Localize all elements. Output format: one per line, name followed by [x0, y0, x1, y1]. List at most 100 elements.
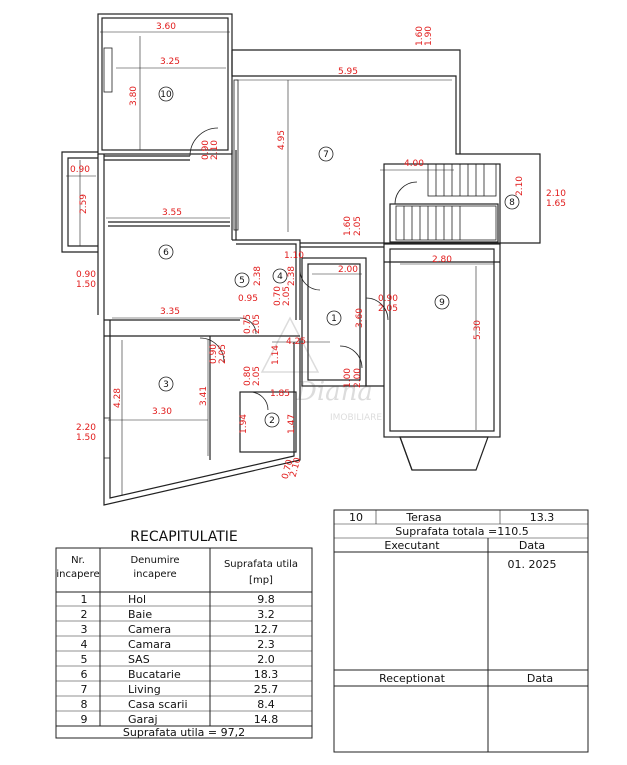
dim-label: 2.38	[253, 266, 263, 286]
row-nr: 3	[81, 623, 88, 636]
room-numbers: 10 7 8 6 5 4 1 9 3 2	[160, 90, 515, 426]
dimension-lines	[66, 31, 494, 496]
watermark-brand: Diana	[295, 377, 373, 407]
dim-label: 4.95	[277, 130, 287, 150]
dim-label: 5.30	[473, 320, 483, 340]
room-number-9: 9	[439, 298, 445, 308]
dim-label: 3.30	[152, 407, 172, 417]
dim-label: 0.70	[273, 286, 283, 306]
dim-label: 0.90	[76, 270, 96, 280]
date-label-2: Data	[527, 672, 553, 685]
row-area: 9.8	[257, 593, 275, 606]
recap-headers: Nr. incapere Denumire incapere Suprafata…	[56, 555, 298, 586]
dim-label: 1.47	[287, 414, 297, 434]
recap-rows: 1 Hol 9.8 2 Baie 3.2 3 Camera 12.7 4 Cam…	[81, 593, 279, 739]
dim-label: 1.10	[284, 251, 304, 261]
row-nr: 4	[81, 638, 88, 651]
dim-label: 2.05	[252, 366, 262, 386]
dim-label: 2.05	[218, 344, 228, 364]
dim-label: 1.60	[415, 26, 425, 46]
row-name: Camara	[128, 638, 171, 651]
dim-label: 2.10	[515, 176, 525, 196]
dim-label: 2.00	[338, 265, 358, 275]
row-name: SAS	[128, 653, 150, 666]
room-number-8: 8	[509, 198, 515, 208]
dim-label: 3.35	[160, 307, 180, 317]
row-area: 2.0	[257, 653, 275, 666]
header-area-line2: [mp]	[249, 575, 273, 586]
header-nr-line1: Nr.	[71, 555, 85, 566]
row-name: Casa scarii	[128, 698, 188, 711]
header-name-line2: incapere	[133, 569, 176, 580]
dim-label: 1.60	[343, 216, 353, 236]
dim-label: 4.00	[404, 159, 424, 169]
info-text: 10 Terasa 13.3 Suprafata totala =110.5 E…	[349, 511, 556, 685]
room-number-6: 6	[163, 248, 169, 258]
watermark: Diana IMOBILIARE	[260, 316, 382, 423]
dim-label: 2.10	[210, 140, 220, 160]
dim-label: 3.60	[156, 22, 176, 32]
row-name: Garaj	[128, 713, 158, 726]
row-nr: 1	[81, 593, 88, 606]
row-name: Bucatarie	[128, 668, 181, 681]
room-markers	[158, 86, 520, 428]
room-number-1: 1	[331, 314, 337, 324]
dim-label: 1.14	[271, 345, 281, 365]
executant-label: Executant	[384, 539, 440, 552]
dim-label: 0.90	[70, 165, 90, 175]
dim-label: 4.25	[286, 337, 306, 347]
row-area: 3.2	[257, 608, 275, 621]
dim-label: 1.90	[424, 26, 434, 46]
terrace-nr: 10	[349, 511, 363, 524]
dim-label: 1.65	[546, 199, 566, 209]
row-nr: 2	[81, 608, 88, 621]
windows	[103, 47, 239, 459]
row-nr: 9	[81, 713, 88, 726]
recap-title: RECAPITULATIE	[130, 529, 237, 545]
room-number-10: 10	[160, 90, 172, 100]
row-area: 8.4	[257, 698, 275, 711]
recap-table	[55, 547, 313, 739]
row-area: 25.7	[254, 683, 279, 696]
walls	[61, 13, 541, 506]
row-nr: 8	[81, 698, 88, 711]
dim-label: 0.95	[238, 294, 258, 304]
terrace-area: 13.3	[530, 511, 555, 524]
dim-label: 3.80	[129, 86, 139, 106]
dim-label: 2.05	[252, 314, 262, 334]
room-number-7: 7	[323, 150, 329, 160]
room-number-4: 4	[277, 272, 283, 282]
watermark-sub: IMOBILIARE	[330, 413, 382, 423]
dim-label: 1.00	[343, 368, 353, 388]
dim-label: 2.20	[76, 423, 96, 433]
dim-label: 2.10	[546, 189, 566, 199]
header-area-line1: Suprafata utila	[224, 559, 298, 570]
terrace-name: Terasa	[405, 511, 441, 524]
dim-label: 2.05	[378, 304, 398, 314]
dim-label: 1.50	[76, 280, 96, 290]
dim-label: 0.75	[243, 314, 253, 334]
dim-label: 0.90	[201, 140, 211, 160]
date-value: 01. 2025	[508, 558, 557, 571]
dim-label: 0.90	[378, 294, 398, 304]
dim-label: 0.80	[243, 366, 253, 386]
dim-label: 2.38	[287, 266, 297, 286]
row-nr: 6	[81, 668, 88, 681]
dim-label: 3.25	[160, 57, 180, 67]
recap-total: Suprafata utila = 97,2	[123, 726, 245, 739]
row-name: Camera	[128, 623, 171, 636]
room-number-5: 5	[239, 276, 245, 286]
dim-label: 2.59	[79, 194, 89, 214]
row-name: Hol	[128, 593, 146, 606]
dim-label: 5.95	[338, 67, 358, 77]
dim-label: 1.50	[76, 433, 96, 443]
room-number-2: 2	[269, 416, 275, 426]
row-nr: 5	[81, 653, 88, 666]
dim-label: 3.60	[355, 308, 365, 328]
dim-label: 2.00	[353, 368, 363, 388]
dim-label: 2.10	[289, 456, 304, 478]
row-area: 12.7	[254, 623, 279, 636]
room-number-3: 3	[163, 380, 169, 390]
row-area: 2.3	[257, 638, 275, 651]
